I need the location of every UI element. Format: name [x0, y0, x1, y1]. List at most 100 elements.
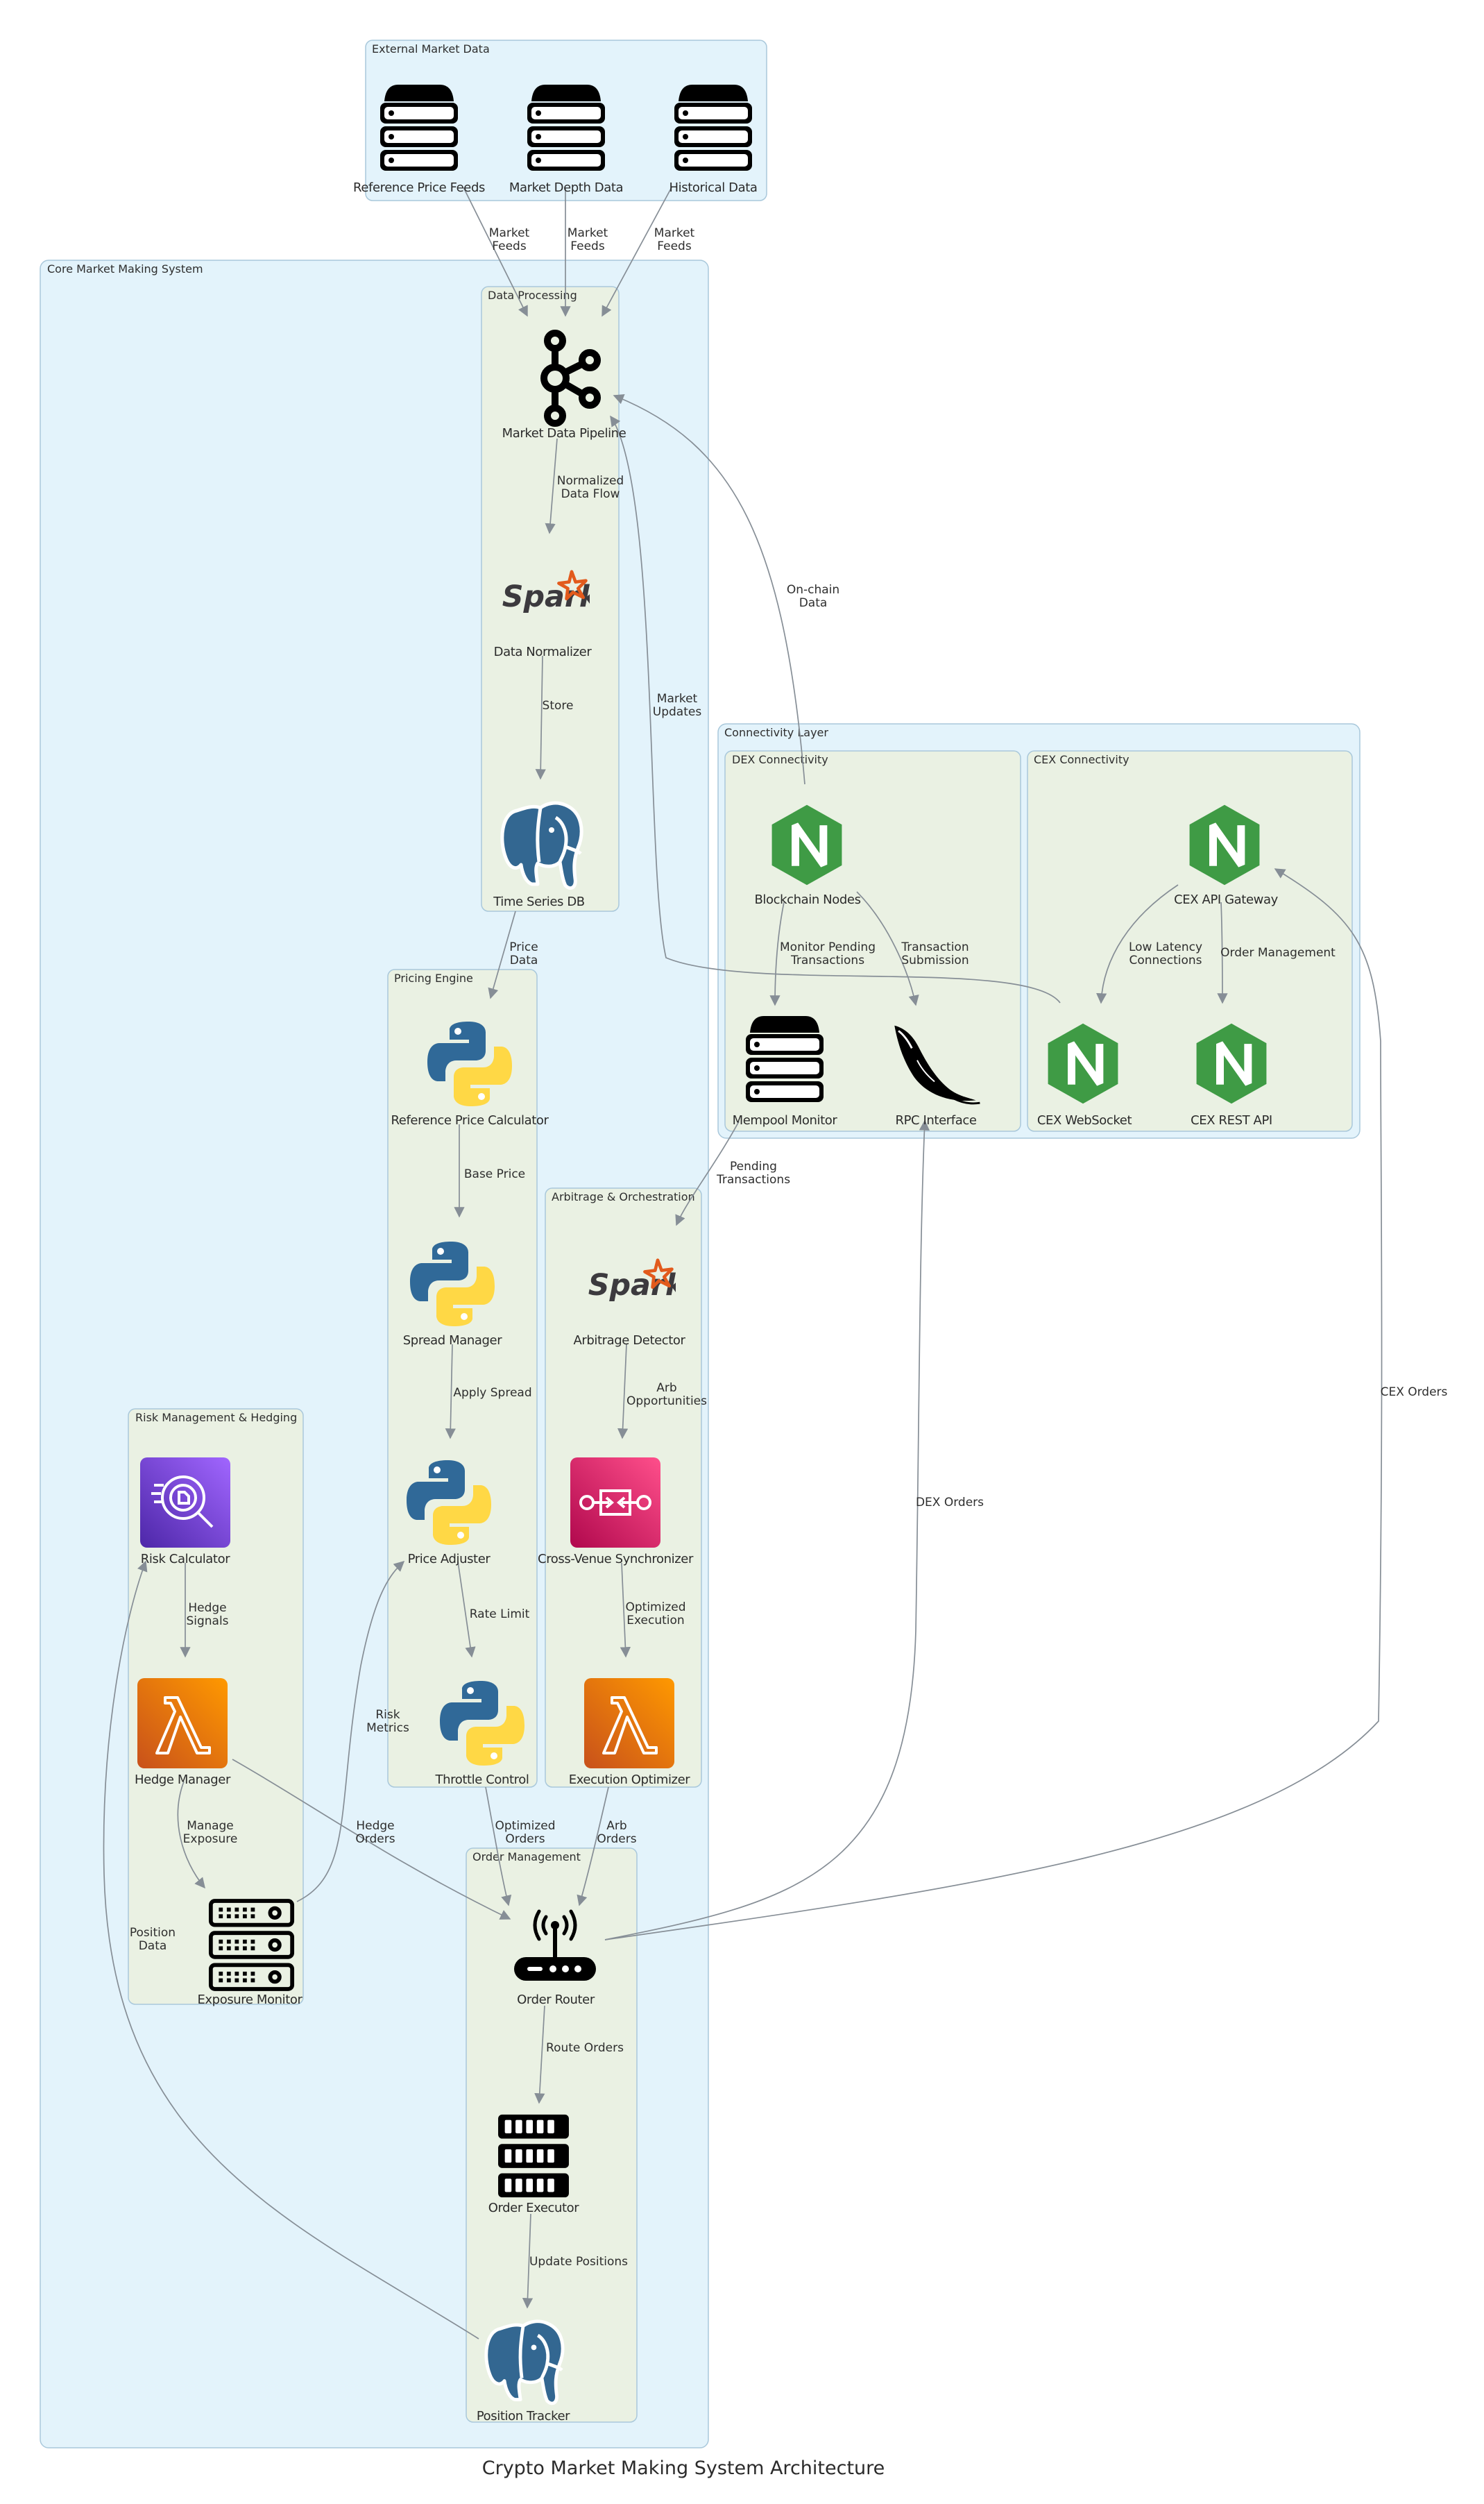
node-risk-calculator[interactable]: Risk Calculator — [140, 1457, 231, 1566]
server-stack-icon — [524, 82, 608, 179]
node-label: Position Tracker — [477, 2409, 570, 2423]
edge-label-store: Store — [543, 699, 574, 713]
node-label: CEX REST API — [1191, 1113, 1272, 1128]
edge-optimized-orders — [485, 1786, 512, 1906]
edge-label-cex-orders: CEX Orders — [1381, 1385, 1448, 1399]
edge-hedge-orders — [232, 1759, 511, 1920]
edge-order-management — [1217, 902, 1228, 1004]
edge-pending-tx — [675, 1121, 740, 1226]
edge-label-dex-orders: DEX Orders — [916, 1496, 984, 1509]
node-cex-websocket[interactable]: CEX WebSocket — [1037, 1023, 1132, 1128]
node-execution-optimizer[interactable]: Execution Optimizer — [569, 1678, 691, 1787]
edges — [103, 187, 1383, 2340]
node-exposure-monitor[interactable]: Exposure Monitor — [197, 1901, 303, 2007]
node-label: Reference Price Calculator — [391, 1113, 549, 1128]
node-label: Blockchain Nodes — [754, 893, 860, 907]
node-label: Exposure Monitor — [197, 1993, 302, 2007]
edge-arb-orders — [577, 1786, 609, 1906]
server-rack-icon — [498, 2114, 569, 2198]
node-label: Mempool Monitor — [733, 1113, 838, 1128]
node-order-executor[interactable]: Order Executor — [488, 2114, 580, 2215]
node-data-normalizer[interactable]: Data Normalizer — [494, 572, 601, 659]
edge-store — [535, 655, 546, 780]
edge-label-route-orders: Route Orders — [546, 2041, 624, 2055]
edge-route-orders — [534, 2005, 545, 2104]
cluster-label-connectivity: Connectivity Layer — [724, 726, 828, 739]
step-functions-icon — [570, 1457, 660, 1548]
lambda-icon — [137, 1678, 228, 1768]
node-label: Market Data Pipeline — [502, 426, 626, 441]
node-spread-manager[interactable]: Spread Manager — [403, 1242, 503, 1348]
edge-manage-exposure — [177, 1781, 205, 1889]
edge-monitor-pending — [769, 902, 785, 1006]
node-historical-data[interactable]: Historical Data — [669, 82, 758, 195]
cluster-label-order-management: Order Management — [472, 1850, 581, 1863]
edge-label-base-price: Base Price — [464, 1167, 525, 1181]
cluster-label-arbitrage: Arbitrage & Orchestration — [552, 1190, 695, 1203]
cluster-label-dex: DEX Connectivity — [732, 753, 828, 766]
node-label: Order Executor — [488, 2201, 580, 2215]
node-label: Price Adjuster — [408, 1552, 491, 1566]
node-arbitrage-detector[interactable]: Arbitrage Detector — [573, 1260, 686, 1348]
node-market-data-pipeline[interactable]: Market Data Pipeline — [502, 333, 626, 441]
node-label: Market Depth Data — [509, 180, 623, 195]
node-label: Spread Manager — [403, 1333, 502, 1348]
edge-rate-limit — [457, 1561, 476, 1658]
node-label: RPC Interface — [895, 1113, 976, 1128]
server-stack-icon — [377, 82, 461, 179]
node-position-tracker[interactable]: Position Tracker — [477, 2321, 571, 2423]
cluster-label-risk: Risk Management & Hedging — [135, 1411, 297, 1424]
node-price-adjuster[interactable]: Price Adjuster — [407, 1460, 491, 1566]
diagram-title: Crypto Market Making System Architecture — [482, 2458, 885, 2479]
node-hedge-manager[interactable]: Hedge Manager — [135, 1678, 231, 1787]
edge-label-rate-limit: Rate Limit — [470, 1607, 530, 1621]
node-label: Reference Price Feeds — [353, 180, 485, 195]
edge-price-data — [488, 911, 516, 999]
node-label: CEX API Gateway — [1174, 893, 1278, 907]
cluster-label-external: External Market Data — [372, 42, 490, 56]
node-rpc-interface[interactable]: RPC Interface — [893, 1024, 981, 1128]
node-label: Cross-Venue Synchronizer — [538, 1552, 694, 1566]
node-blockchain-nodes[interactable]: Blockchain Nodes — [754, 804, 861, 907]
node-time-series-db[interactable]: Time Series DB — [493, 803, 585, 909]
edge-position-data — [103, 1560, 479, 2340]
node-label: Data Normalizer — [494, 645, 592, 659]
edge-label-apply-spread: Apply Spread — [453, 1386, 531, 1400]
node-label: Hedge Manager — [135, 1773, 231, 1787]
node-reference-price-calculator[interactable]: Reference Price Calculator — [391, 1022, 549, 1128]
node-throttle-control[interactable]: Throttle Control — [435, 1681, 529, 1787]
edge-dex-orders — [604, 1119, 930, 1940]
node-label: Arbitrage Detector — [573, 1333, 685, 1348]
node-order-router[interactable]: Order Router — [514, 1911, 596, 2007]
node-label: Order Router — [517, 1993, 595, 2007]
edge-feeds-1 — [463, 187, 528, 317]
node-mempool-monitor[interactable]: Mempool Monitor — [733, 1013, 838, 1128]
node-cex-rest-api[interactable]: CEX REST API — [1191, 1023, 1272, 1128]
edge-tx-submission — [856, 891, 919, 1006]
node-cross-venue-synchronizer[interactable]: Cross-Venue Synchronizer — [538, 1457, 694, 1566]
node-label: Risk Calculator — [141, 1552, 230, 1566]
node-reference-price-feeds[interactable]: Reference Price Feeds — [353, 82, 485, 195]
node-label: Historical Data — [669, 180, 757, 195]
node-market-depth-data[interactable]: Market Depth Data — [509, 82, 624, 195]
cluster-label-core: Core Market Making System — [47, 262, 203, 276]
node-cex-api-gateway[interactable]: CEX API Gateway — [1174, 804, 1279, 907]
